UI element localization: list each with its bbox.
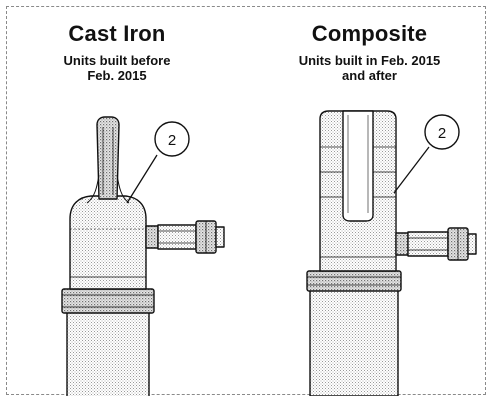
composite-title: Composite: [311, 21, 428, 46]
composite-slot: [342, 110, 374, 222]
cast-iron-callout: 2: [126, 121, 190, 204]
composite-subtitle-line2: and after: [342, 68, 397, 83]
composite-collar: [306, 270, 402, 292]
composite-callout: 2: [393, 114, 460, 194]
cast-iron-part: [61, 116, 225, 396]
composite-panel: Composite Units built in Feb. 2015 and a…: [262, 7, 477, 394]
cast-iron-fin: [96, 116, 120, 200]
part-illustrations: 2: [61, 110, 477, 396]
cast-iron-lower-tube: [66, 311, 150, 396]
composite-part: [306, 110, 477, 396]
diagram-frame: Cast Iron Units built before Feb. 2015 C…: [6, 6, 486, 396]
cast-iron-callout-number: 2: [168, 132, 176, 149]
cast-iron-collar: [61, 288, 155, 314]
cast-iron-body: [69, 195, 147, 290]
composite-callout-number: 2: [438, 125, 446, 142]
composite-fitting-stem: [407, 231, 449, 257]
cast-iron-fitting-stem: [157, 224, 197, 250]
cast-iron-subtitle-line1: Units built before: [63, 53, 171, 68]
composite-fitting-neck: [395, 232, 409, 256]
cast-iron-fitting-neck: [145, 225, 159, 249]
cast-iron-panel: Cast Iron Units built before Feb. 2015: [17, 7, 217, 394]
cast-iron-title: Cast Iron: [68, 21, 166, 46]
composite-subtitle-line1: Units built in Feb. 2015: [298, 53, 441, 68]
composite-lower-tube: [309, 289, 399, 396]
cast-iron-subtitle-line2: Feb. 2015: [87, 68, 147, 83]
